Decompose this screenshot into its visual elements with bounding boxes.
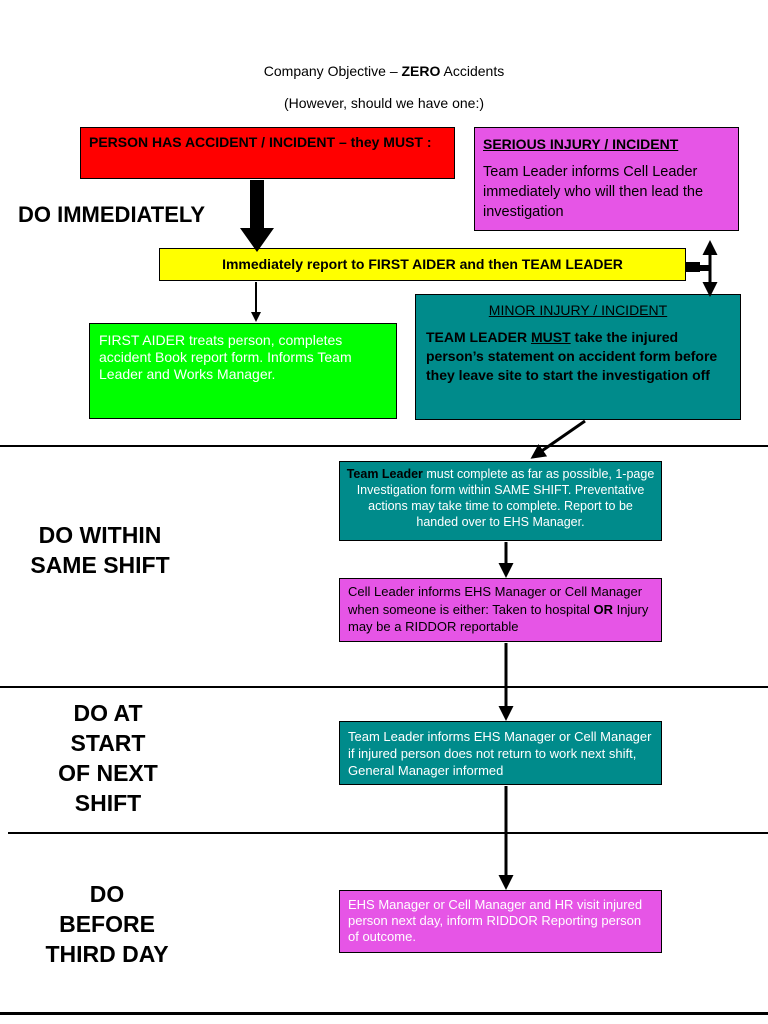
stage-do-immediately: DO IMMEDIATELY	[18, 202, 206, 227]
minor-injury-body: TEAM LEADER MUST take the injured person…	[426, 328, 730, 385]
stage-next-shift-line2: START	[70, 730, 146, 756]
first-aider-box: FIRST AIDER treats person, completes acc…	[89, 323, 397, 419]
stage-same-shift: DO WITHIN SAME SHIFT	[0, 520, 200, 580]
divider-next-shift	[8, 832, 768, 834]
report-box: Immediately report to FIRST AIDER and th…	[159, 248, 686, 281]
minor-body-must: MUST	[531, 329, 571, 345]
investigation-text: must complete as far as possible, 1-page…	[356, 467, 655, 529]
serious-injury-title: SERIOUS INJURY / INCIDENT	[483, 136, 679, 152]
cell-leader-part2: Injury may be a RIDDOR reportable	[348, 601, 649, 635]
stage-next-shift: DO AT START OF NEXT SHIFT	[8, 698, 208, 818]
next-shift-text: Team Leader informs EHS Manager or Cell …	[348, 729, 652, 778]
stage-next-shift-line4: SHIFT	[74, 790, 142, 816]
subtitle: (However, should we have one:)	[284, 95, 484, 111]
objective-suffix: Accidents	[440, 63, 505, 79]
divider-bottom	[0, 1012, 768, 1015]
serious-injury-box: SERIOUS INJURY / INCIDENT Team Leader in…	[474, 127, 739, 231]
accident-box: PERSON HAS ACCIDENT / INCIDENT – they MU…	[80, 127, 455, 179]
report-text: Immediately report to FIRST AIDER and th…	[222, 256, 623, 272]
first-aider-text: FIRST AIDER treats person, completes acc…	[99, 332, 352, 382]
objective-zero: ZERO	[401, 63, 441, 79]
investigation-bold: Team Leader	[346, 467, 423, 481]
stage-third-day-line3: THIRD DAY	[45, 941, 169, 967]
stage-third-day-line1: DO	[89, 881, 125, 907]
third-day-text: EHS Manager or Cell Manager and HR visit…	[348, 897, 643, 944]
divider-immediate	[0, 445, 768, 447]
connector-report-split	[686, 262, 700, 272]
third-day-box: EHS Manager or Cell Manager and HR visit…	[339, 890, 662, 953]
arrow-minor-to-investigation	[530, 419, 586, 459]
next-shift-box: Team Leader informs EHS Manager or Cell …	[339, 721, 662, 785]
objective-prefix: Company Objective –	[263, 63, 402, 79]
stage-same-shift-line1: DO WITHIN	[38, 522, 162, 548]
investigation-box: Team Leader must complete as far as poss…	[339, 461, 662, 541]
minor-body-part2: take the injured person’s statement on a…	[426, 329, 718, 383]
minor-injury-box: MINOR INJURY / INCIDENT TEAM LEADER MUST…	[415, 294, 741, 420]
stage-same-shift-line2: SAME SHIFT	[30, 552, 170, 578]
cell-leader-box: Cell Leader informs EHS Manager or Cell …	[339, 578, 662, 642]
stage-next-shift-line3: OF NEXT	[58, 760, 158, 786]
divider-same-shift	[0, 686, 768, 688]
stage-next-shift-line1: DO AT	[73, 700, 143, 726]
cell-leader-part1: Cell Leader informs EHS Manager or Cell …	[348, 584, 643, 617]
serious-injury-body: Team Leader informs Cell Leader immediat…	[483, 164, 704, 220]
minor-body-part1: TEAM LEADER	[426, 329, 531, 345]
stage-third-day: DO BEFORE THIRD DAY	[7, 879, 207, 969]
company-objective: Company Objective – ZERO Accidents	[0, 63, 768, 79]
accident-text: PERSON HAS ACCIDENT / INCIDENT – they MU…	[89, 134, 432, 150]
stage-third-day-line2: BEFORE	[59, 911, 155, 937]
cell-leader-or: OR	[593, 601, 613, 617]
minor-injury-title: MINOR INJURY / INCIDENT	[488, 302, 668, 318]
